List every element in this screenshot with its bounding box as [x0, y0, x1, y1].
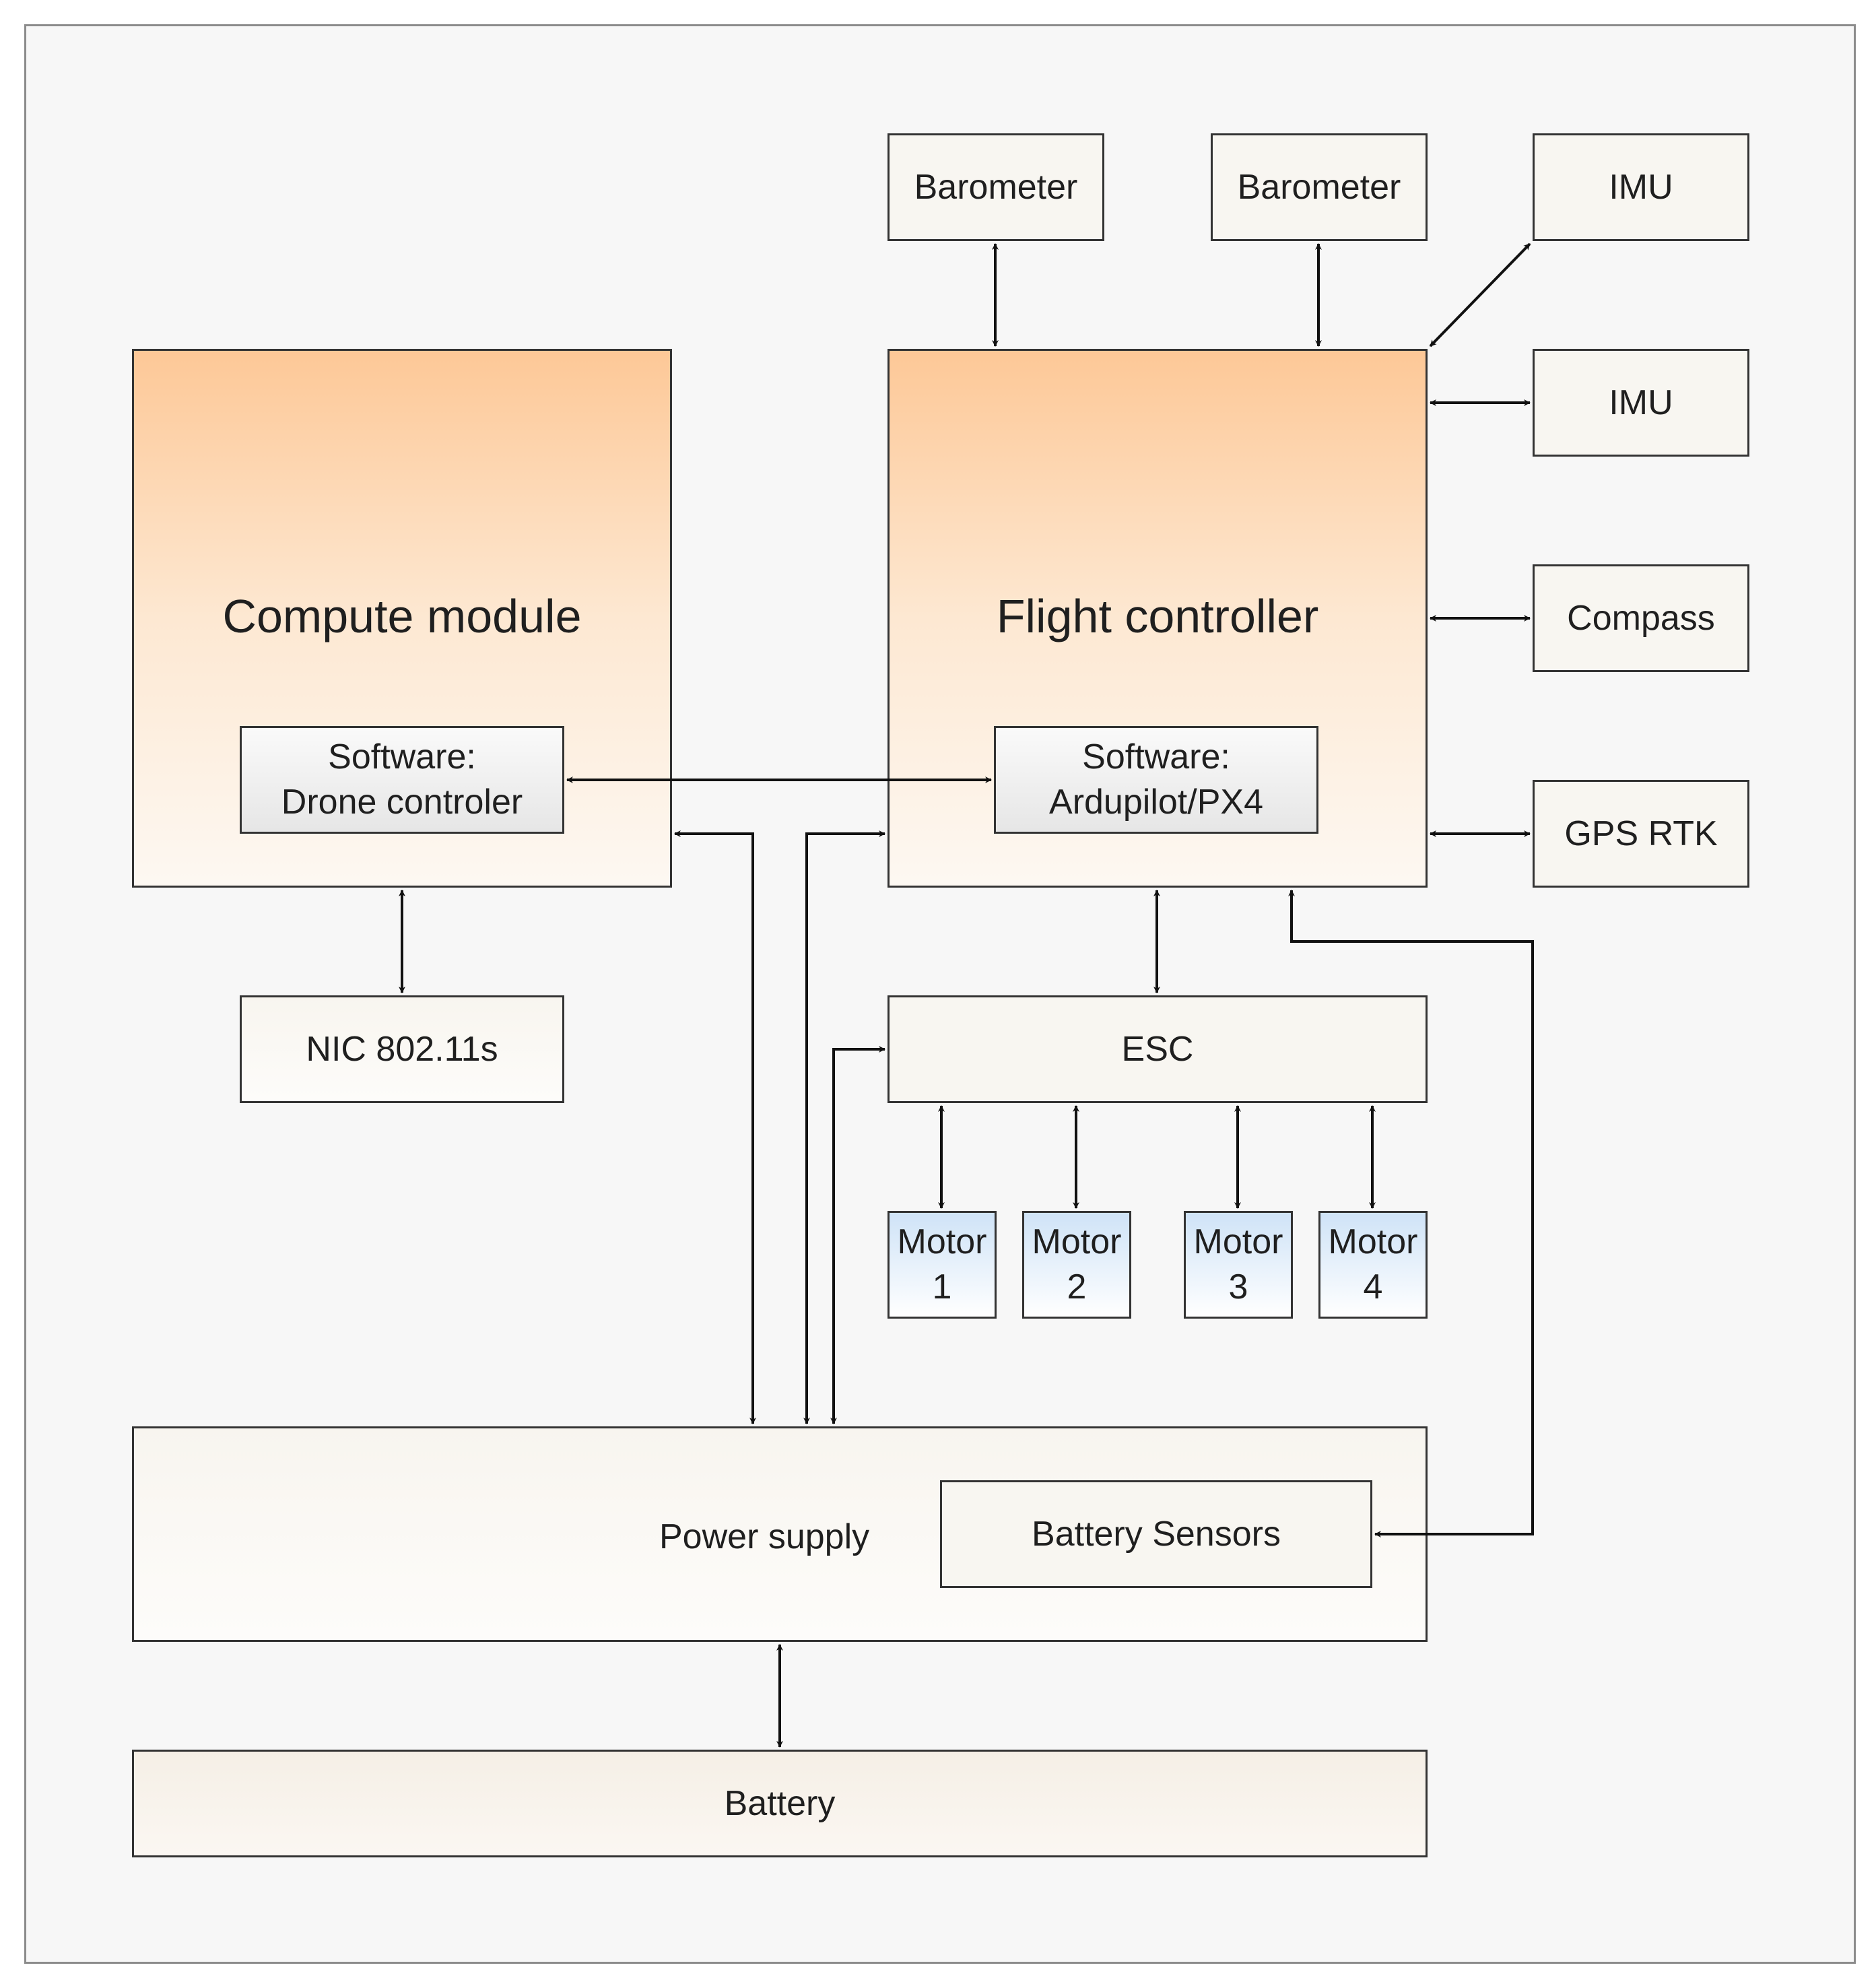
compute-module-box: Compute module: [132, 349, 672, 888]
nic-box: NIC 802.11s: [240, 995, 564, 1103]
power-esc-connector: [830, 1046, 885, 1424]
motor-1-box: Motor 1: [887, 1211, 997, 1319]
ardupilot-software-box: Software: Ardupilot/PX4: [994, 726, 1318, 834]
drone-controller-software-box: Software: Drone controler: [240, 726, 564, 834]
barometer-2-box: Barometer: [1211, 133, 1428, 241]
battery-sensors-connector: [1288, 890, 1534, 1537]
motor-2-box: Motor 2: [1022, 1211, 1131, 1319]
gps-rtk-box: GPS RTK: [1533, 780, 1749, 888]
compass-box: Compass: [1533, 564, 1749, 672]
flight-controller-title: Flight controller: [996, 590, 1319, 642]
power-supply-label: Power supply: [659, 1517, 870, 1556]
barometer-1-box: Barometer: [887, 133, 1104, 241]
motor-3-box: Motor 3: [1184, 1211, 1293, 1319]
imu-1-box: IMU: [1533, 133, 1749, 241]
imu-1-connector: [1429, 242, 1531, 348]
compute-module-title: Compute module: [222, 590, 582, 642]
battery-box: Battery: [132, 1750, 1428, 1857]
power-flight-connector: [803, 830, 885, 1424]
power-supply-box: Power supply: [132, 1426, 1428, 1642]
power-compute-connector: [674, 830, 756, 1424]
imu-2-box: IMU: [1533, 349, 1749, 457]
